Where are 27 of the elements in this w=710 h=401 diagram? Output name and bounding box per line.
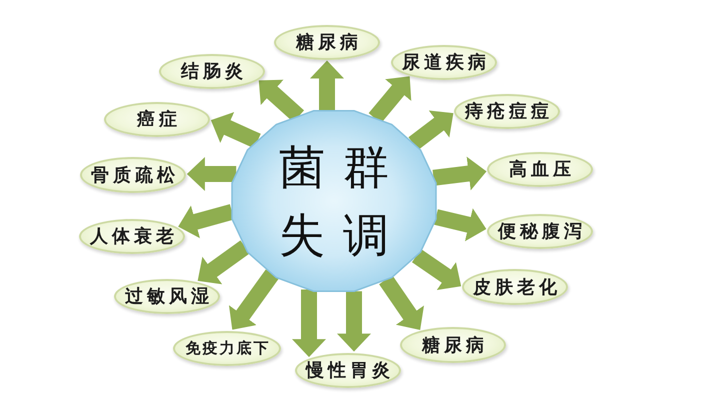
arrow <box>337 291 371 352</box>
ellipse-node: 便秘腹泻 <box>487 214 593 248</box>
ellipse-node: 免疫力底下 <box>173 330 281 366</box>
ellipse-node: 皮肤老化 <box>462 269 568 305</box>
ellipse-node: 癌症 <box>104 102 210 136</box>
ellipse-node: 尿道疾病 <box>391 44 497 80</box>
ellipse-node: 过敏风湿 <box>114 278 220 314</box>
arrow <box>412 249 462 290</box>
arrow <box>292 290 326 358</box>
ellipse-node: 糖尿病 <box>274 24 380 60</box>
arrow <box>310 60 344 111</box>
ellipse-node: 慢性胃炎 <box>295 352 401 388</box>
ellipse-node: 人体衰老 <box>79 218 185 254</box>
arrow <box>198 240 250 284</box>
arrow <box>178 204 234 238</box>
ellipse-node: 痔疮痘痘 <box>454 94 560 128</box>
arrow <box>186 157 236 191</box>
ellipse-node: 结肠炎 <box>159 54 265 88</box>
arrow <box>210 112 261 148</box>
arrow <box>432 156 487 190</box>
arrow <box>408 110 454 150</box>
arrow <box>434 208 486 242</box>
ellipse-node: 糖尿病 <box>400 327 506 363</box>
ellipse-node: 骨质疏松 <box>80 157 186 193</box>
ellipse-node: 高血压 <box>487 152 593 186</box>
arrow <box>228 269 279 330</box>
arrow <box>379 275 424 330</box>
